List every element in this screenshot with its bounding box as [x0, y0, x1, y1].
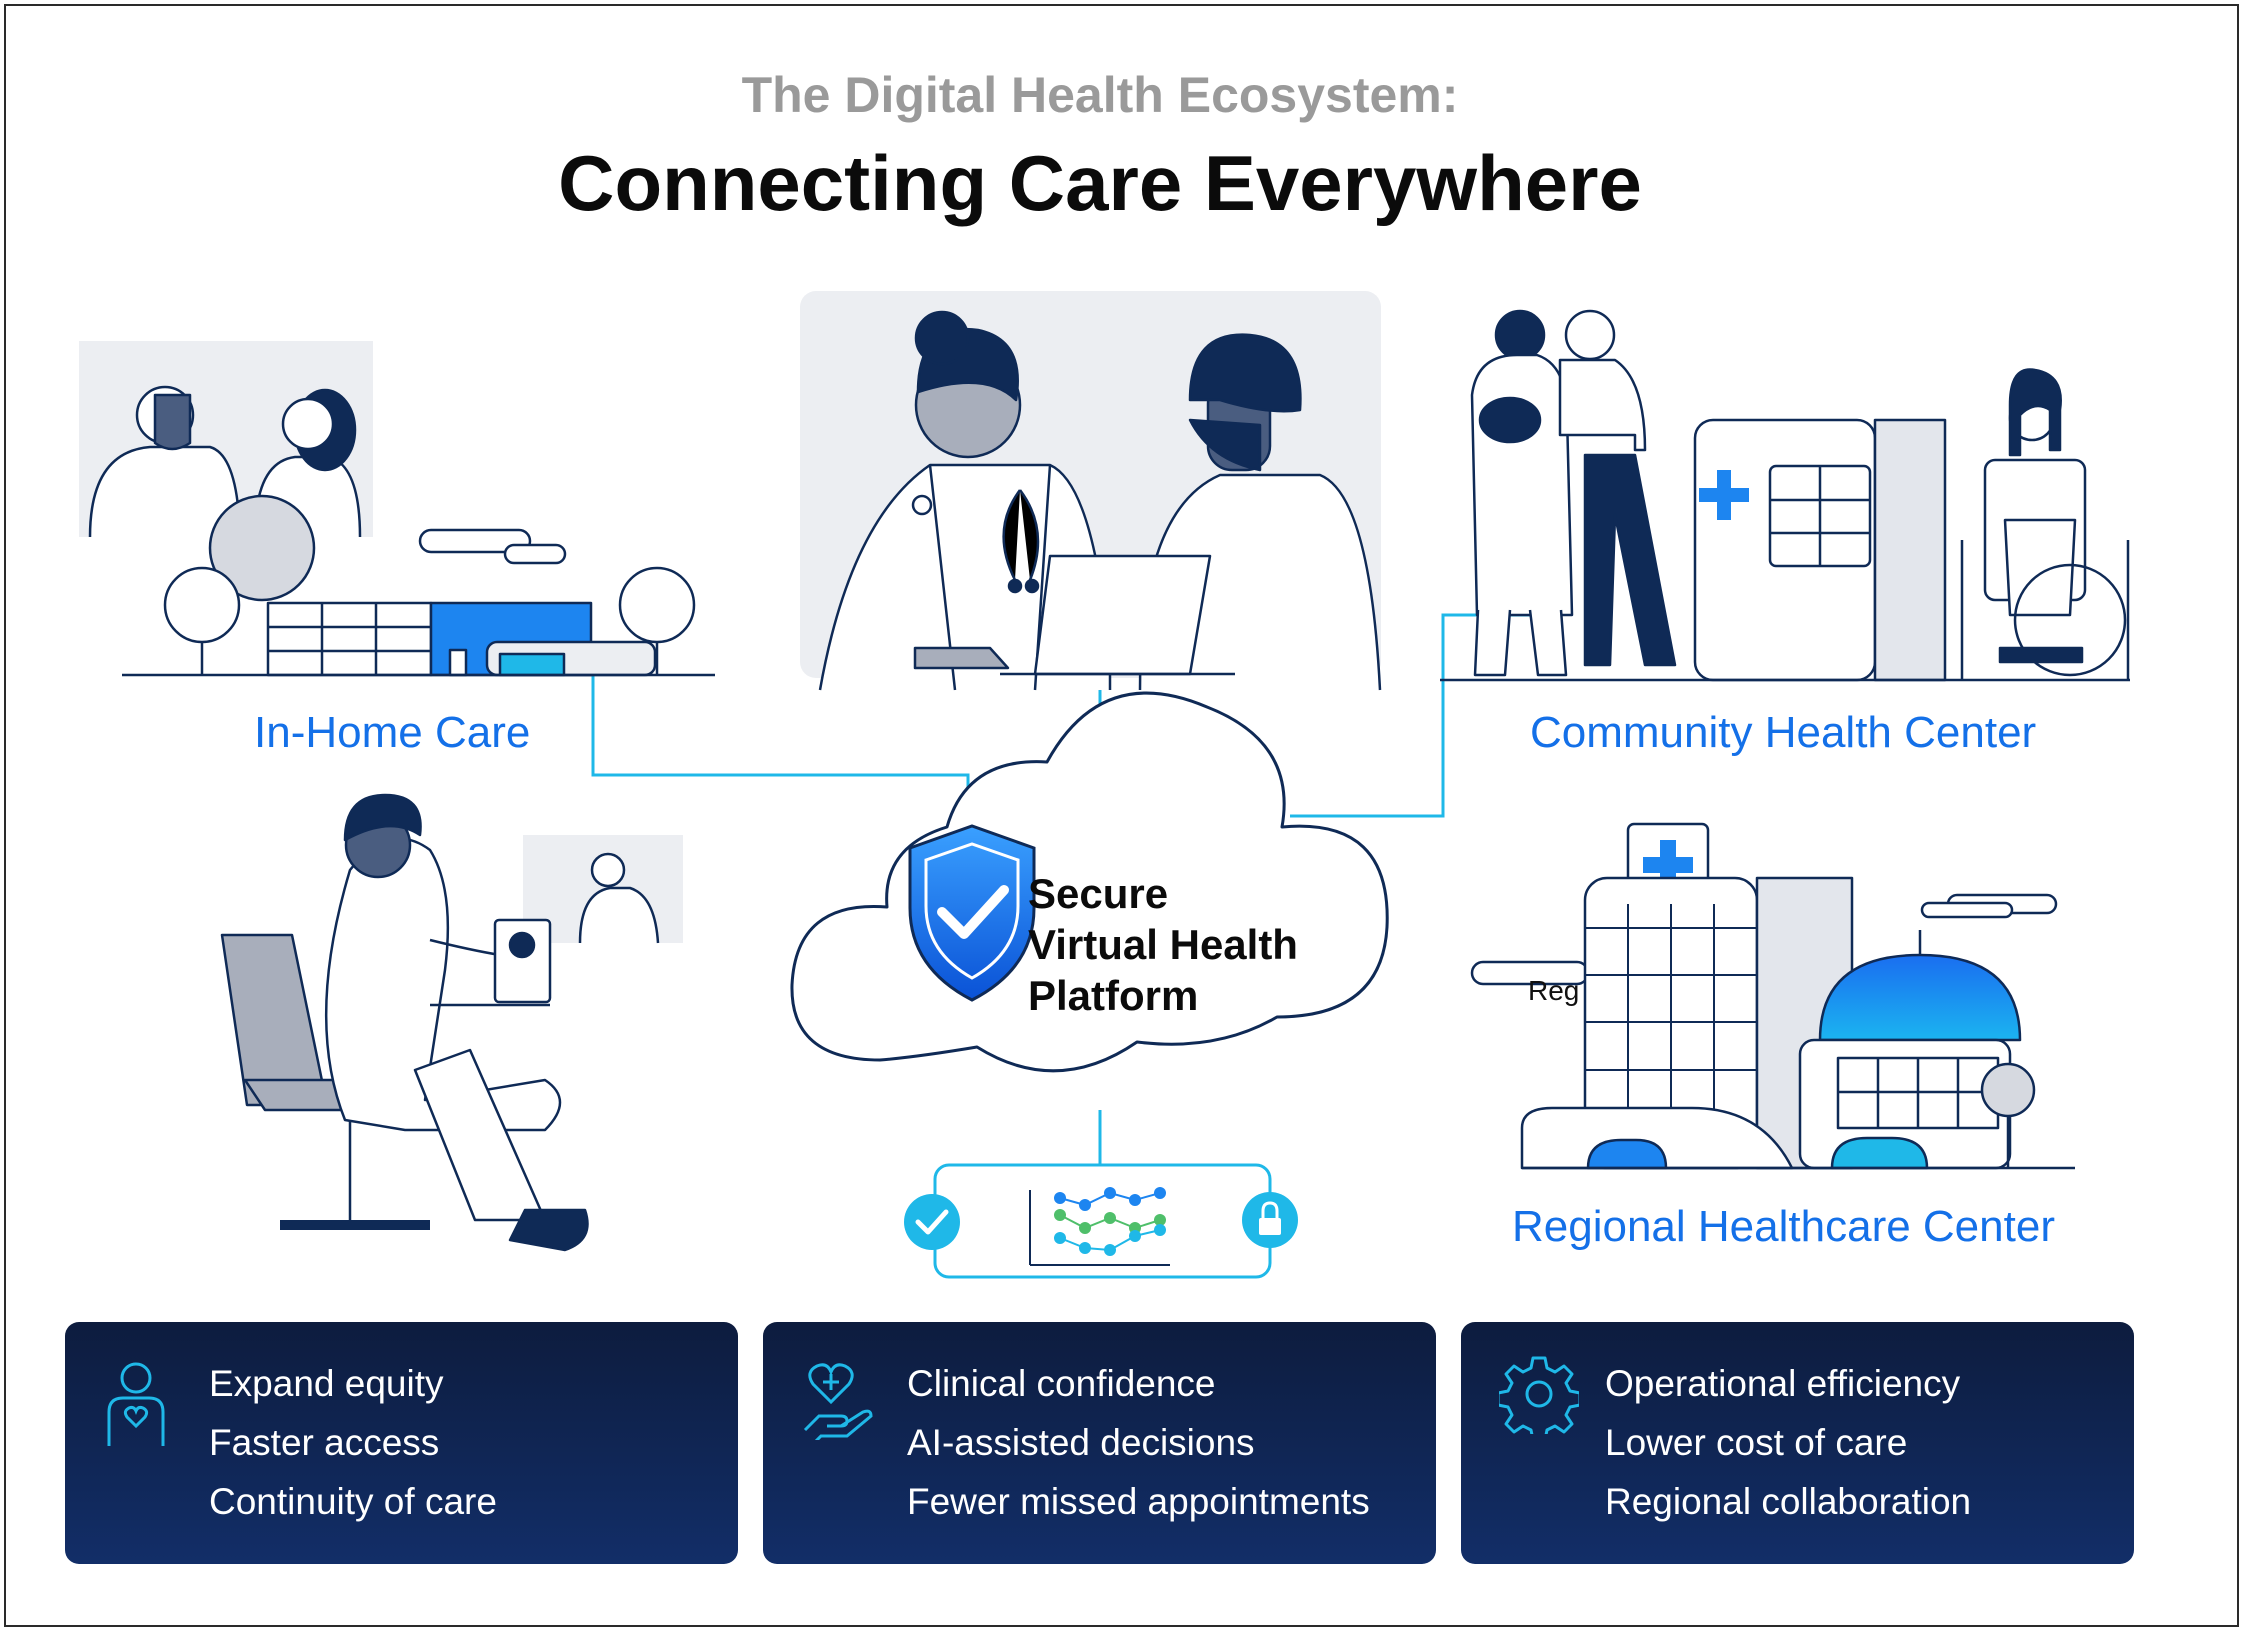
benefit-card-operational: Operational efficiency Lower cost of car… [1461, 1322, 2134, 1564]
platform-line-3: Platform [1028, 972, 1199, 1019]
benefit-item: AI-assisted decisions [907, 1422, 1255, 1463]
benefit-item: Regional collaboration [1605, 1481, 1972, 1522]
diagram-subtitle: The Digital Health Ecosystem: [741, 67, 1459, 123]
benefit-item: Continuity of care [209, 1481, 497, 1522]
benefit-card-equity: Expand equity Faster access Continuity o… [65, 1322, 738, 1564]
platform-line-2: Virtual Health [1028, 921, 1298, 968]
clipped-label-fragment: Reg [1528, 975, 1580, 1006]
community-center-scene [1440, 309, 2130, 682]
check-circle-icon [904, 1194, 960, 1250]
diagram-title: Connecting Care Everywhere [558, 139, 1642, 227]
in-home-care-label: In-Home Care [254, 708, 531, 757]
benefit-item: Fewer missed appointments [907, 1481, 1370, 1522]
heart-hand-icon [803, 1363, 873, 1440]
benefit-item: Operational efficiency [1605, 1363, 1961, 1404]
benefit-item: Lower cost of care [1605, 1422, 1908, 1463]
data-analytics-panel [904, 1163, 1298, 1279]
platform-line-1: Secure [1028, 870, 1169, 917]
in-home-care-scene [79, 341, 715, 677]
community-health-center-label: Community Health Center [1530, 708, 2037, 757]
shield-check-icon [908, 824, 1036, 1002]
platform-label: Secure Virtual Health Platform [1028, 868, 1298, 1021]
regional-center-scene [1470, 822, 2075, 1170]
regional-healthcare-center-label: Regional Healthcare Center [1512, 1202, 2055, 1251]
benefit-item: Clinical confidence [907, 1363, 1216, 1404]
lock-icon [1242, 1192, 1298, 1248]
benefit-item: Expand equity [209, 1363, 444, 1404]
frame-border [4, 4, 2239, 1627]
telehealth-scene [800, 291, 1382, 691]
remote-clinician-scene [220, 793, 683, 1252]
person-heart-icon [107, 1362, 165, 1446]
gear-icon [1499, 1356, 1579, 1434]
benefit-card-clinical: Clinical confidence AI-assisted decision… [763, 1322, 1436, 1564]
benefit-item: Faster access [209, 1422, 440, 1463]
